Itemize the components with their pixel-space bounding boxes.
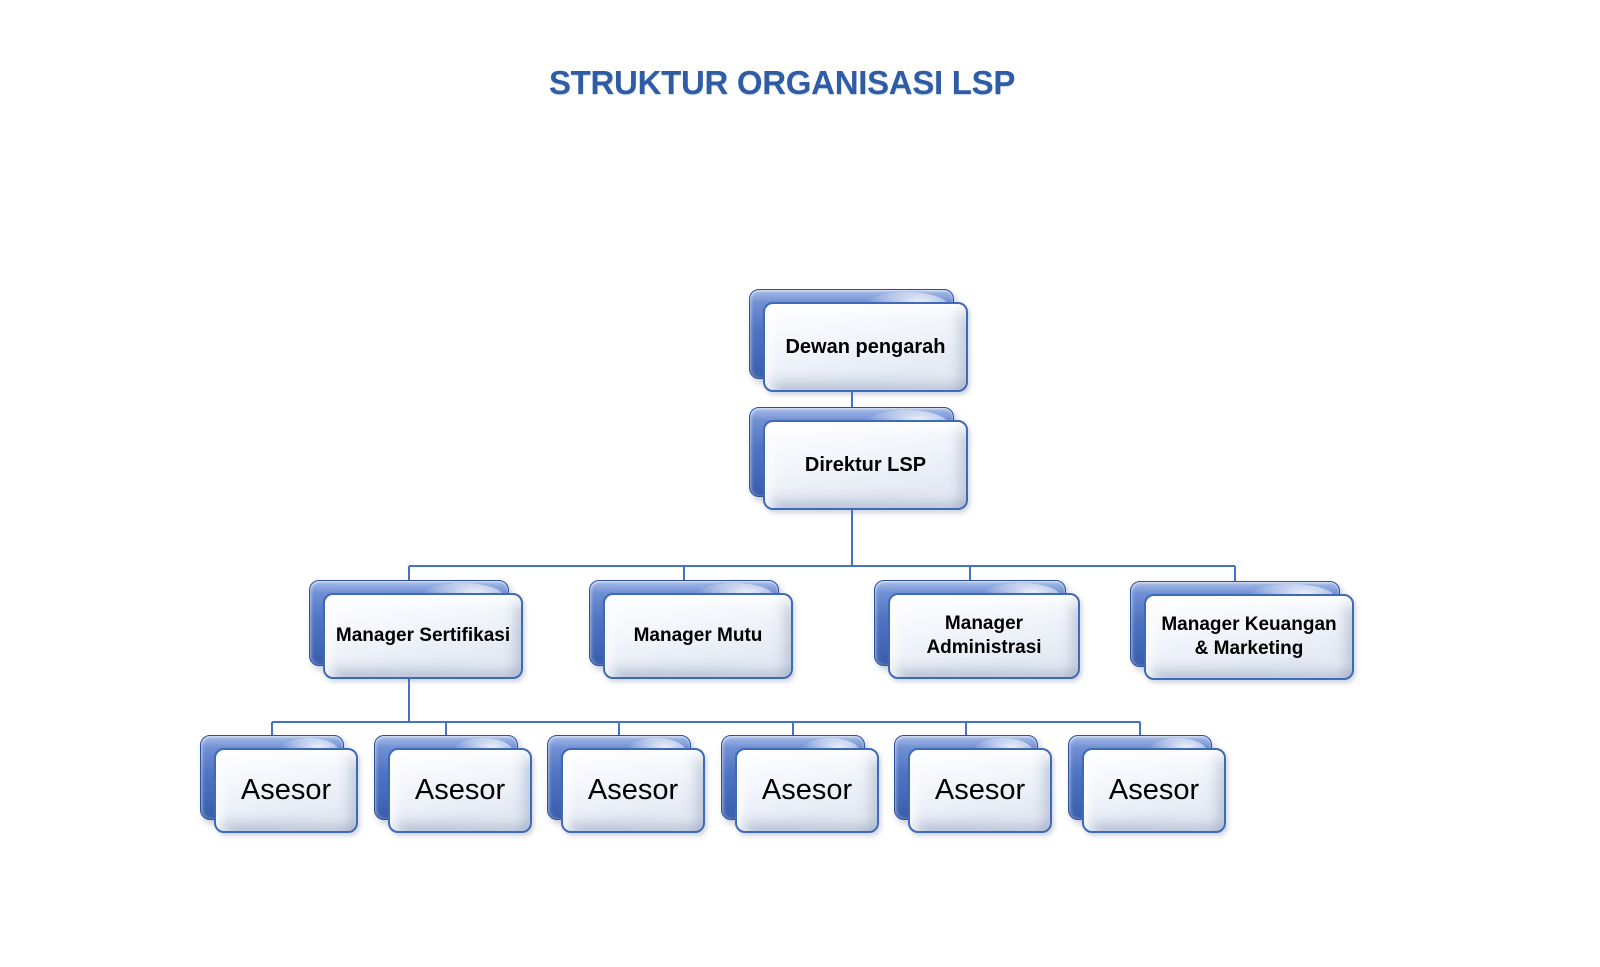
node-asesor-1: Asesor — [200, 735, 358, 833]
node-face-panel: Dewan pengarah — [763, 302, 968, 392]
node-label: Asesor — [761, 774, 853, 807]
node-face-panel: Asesor — [908, 748, 1052, 833]
node-asesor-6: Asesor — [1068, 735, 1226, 833]
node-label: Asesor — [414, 774, 506, 807]
node-label: Asesor — [240, 774, 332, 807]
node-face-panel: Asesor — [1082, 748, 1226, 833]
node-asesor-5: Asesor — [894, 735, 1052, 833]
node-label: Direktur LSP — [804, 453, 927, 476]
node-face-panel: Manager Administrasi — [888, 593, 1080, 679]
node-label: Dewan pengarah — [785, 335, 946, 358]
node-face-panel: Manager Keuangan & Marketing — [1144, 594, 1354, 680]
node-manager-keuangan-marketing: Manager Keuangan & Marketing — [1130, 581, 1354, 680]
node-label: Asesor — [934, 774, 1026, 807]
node-label: Manager Keuangan & Marketing — [1161, 614, 1337, 659]
node-direktur-lsp: Direktur LSP — [749, 407, 968, 510]
node-face-panel: Manager Sertifikasi — [323, 593, 523, 679]
page-title: STRUKTUR ORGANISASI LSP — [548, 64, 1016, 101]
node-face-panel: Asesor — [735, 748, 879, 833]
node-label: Manager Mutu — [633, 625, 763, 647]
node-asesor-4: Asesor — [721, 735, 879, 833]
node-manager-mutu: Manager Mutu — [589, 580, 793, 679]
node-label: Asesor — [587, 774, 679, 807]
node-label: Manager Administrasi — [926, 613, 1042, 658]
node-face-panel: Direktur LSP — [763, 420, 968, 510]
node-asesor-3: Asesor — [547, 735, 705, 833]
node-face-panel: Asesor — [561, 748, 705, 833]
node-manager-administrasi: Manager Administrasi — [874, 580, 1080, 679]
node-asesor-2: Asesor — [374, 735, 532, 833]
node-label: Manager Sertifikasi — [335, 625, 511, 647]
node-dewan-pengarah: Dewan pengarah — [749, 289, 968, 392]
node-face-panel: Asesor — [214, 748, 358, 833]
node-face-panel: Manager Mutu — [603, 593, 793, 679]
node-manager-sertifikasi: Manager Sertifikasi — [309, 580, 523, 679]
node-face-panel: Asesor — [388, 748, 532, 833]
node-label: Asesor — [1108, 774, 1200, 807]
